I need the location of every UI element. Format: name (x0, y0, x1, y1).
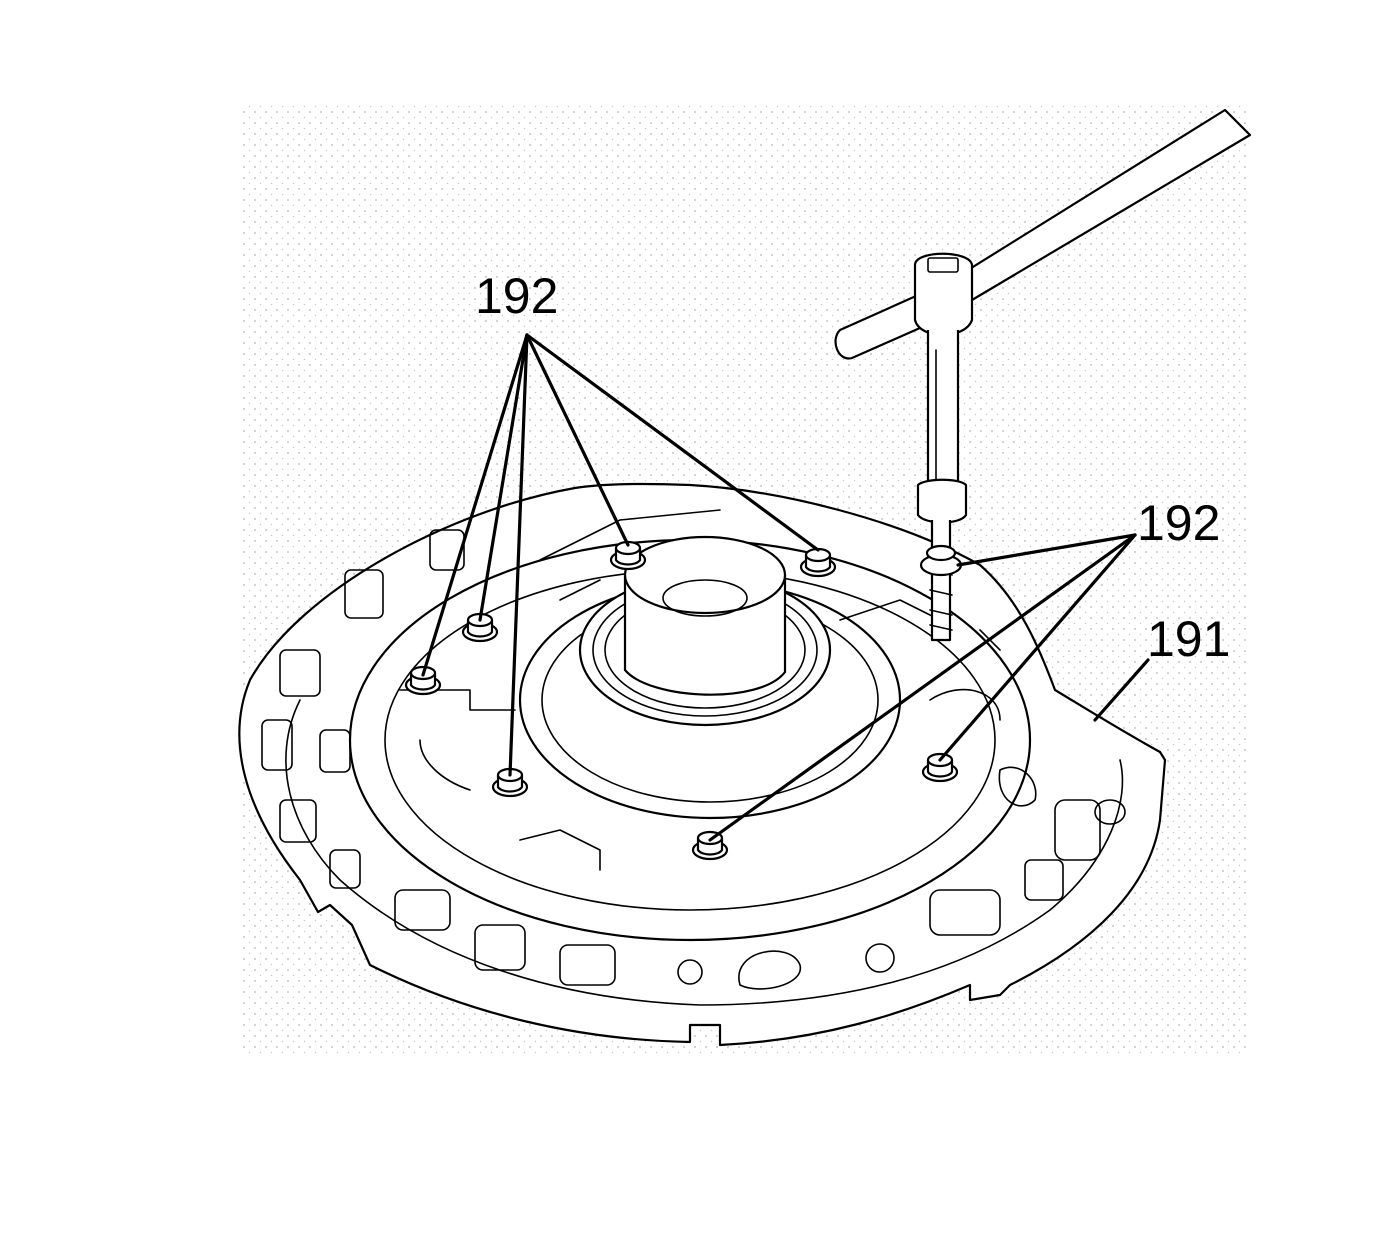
bolt-group (404, 540, 959, 861)
bolt-icon (921, 752, 959, 783)
bolt-icon (404, 665, 442, 696)
leader-lines (421, 333, 1150, 842)
bolt-icon (799, 547, 837, 578)
bolt-icon (609, 540, 647, 571)
bolt-icon (691, 830, 729, 861)
callout-192-right: 192 (1137, 495, 1220, 551)
t-handle-wrench-icon (834, 108, 1252, 642)
bolt-icon (461, 612, 499, 643)
callout-191: 191 (1147, 611, 1230, 667)
callout-192-left: 192 (475, 268, 558, 324)
